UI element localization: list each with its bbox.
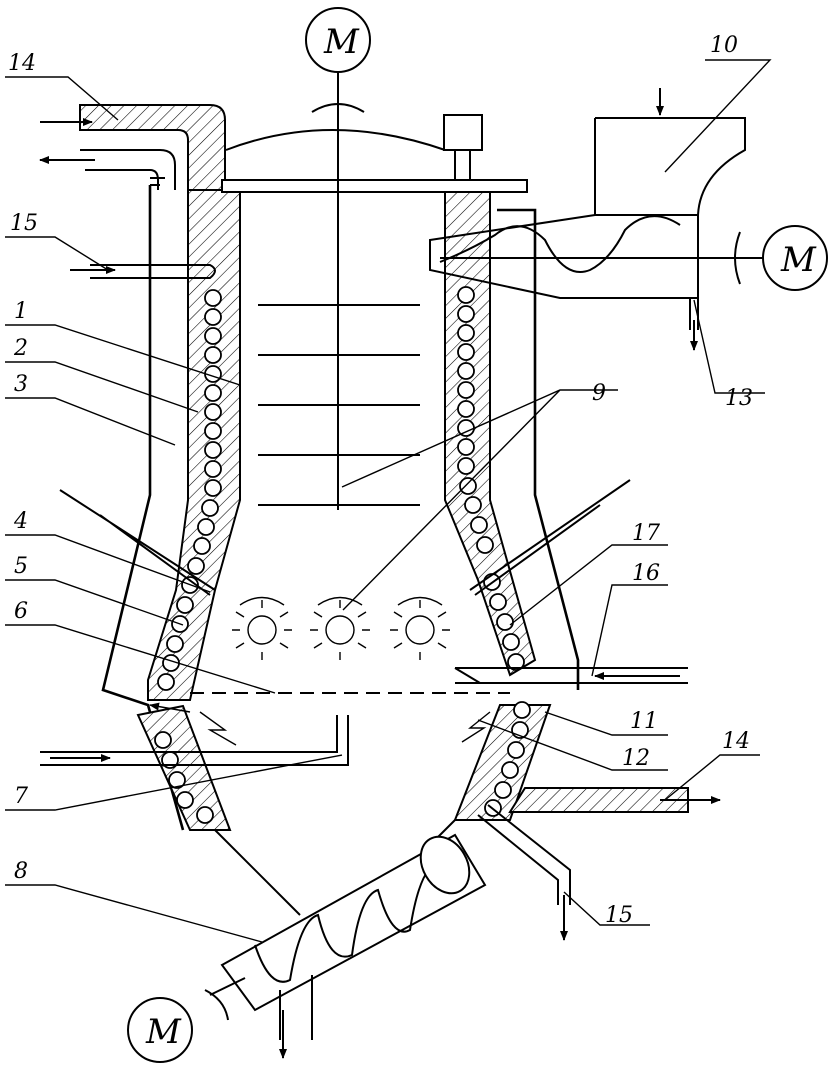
callout-8: 8 (14, 859, 28, 884)
bottom-flue-duct (508, 787, 689, 813)
agitator-blades (258, 304, 420, 506)
callout-14-right: 14 (722, 729, 750, 754)
bottom-rotation-arrow (204, 989, 229, 1021)
callout-15-top: 15 (10, 211, 38, 236)
callout-7: 7 (14, 784, 28, 809)
leader-lines (5, 59, 772, 943)
right-motor-label: M (780, 240, 817, 280)
bottom-cone (214, 819, 456, 916)
left-inclined-nozzle (59, 489, 216, 596)
callout-15-bottom: 15 (605, 903, 633, 928)
callout-9: 9 (592, 381, 606, 406)
callout-5: 5 (14, 554, 28, 579)
callout-16: 16 (632, 561, 660, 586)
screw-outlet (279, 975, 313, 1040)
top-gas-pipe (80, 149, 176, 190)
right-motor (762, 225, 828, 291)
right-coil-tubes (457, 286, 531, 817)
callout-2: 2 (13, 336, 28, 361)
right-inclined-nozzle (469, 479, 631, 596)
top-flue-duct (79, 104, 226, 191)
left-lower-cone-wall (136, 704, 232, 831)
lance-16 (454, 667, 688, 684)
top-motor-label: M (323, 22, 360, 62)
right-rotation-arrow (734, 231, 741, 285)
callout-3: 3 (14, 372, 28, 397)
spark-left (199, 711, 237, 746)
feeder-screw (439, 215, 681, 273)
reactor-dome (225, 129, 446, 151)
valve-box (443, 114, 483, 151)
outlet-pipe-bottom (477, 804, 571, 905)
burners (232, 596, 450, 660)
bottom-motor (127, 997, 193, 1063)
callout-1: 1 (14, 299, 28, 324)
screw-housing (220, 833, 487, 1012)
left-insulated-wall (147, 189, 241, 701)
steam-inlet-pipe-top (90, 264, 216, 279)
callout-11: 11 (630, 709, 658, 734)
screw-end (419, 835, 471, 895)
callout-14-top: 14 (8, 51, 36, 76)
reactor-lid (221, 179, 528, 193)
bottom-motor-label: M (145, 1012, 182, 1052)
arrow-left-cone (149, 702, 191, 713)
callout-12: 12 (622, 746, 650, 771)
callout-10: 10 (710, 33, 738, 58)
callout-4: 4 (13, 509, 28, 534)
callout-17: 17 (632, 521, 660, 546)
callout-6: 6 (14, 599, 28, 624)
screw-shaft (209, 977, 246, 996)
feed-hopper (594, 117, 746, 295)
callout-13: 13 (725, 386, 753, 411)
valve-stem (454, 150, 471, 180)
callout-labels: 14 15 1 2 3 4 5 6 7 8 10 13 9 17 16 11 1… (8, 33, 753, 928)
spark-right (461, 711, 491, 743)
air-inlet-pipe (40, 715, 349, 766)
hopper-drain (689, 298, 699, 330)
